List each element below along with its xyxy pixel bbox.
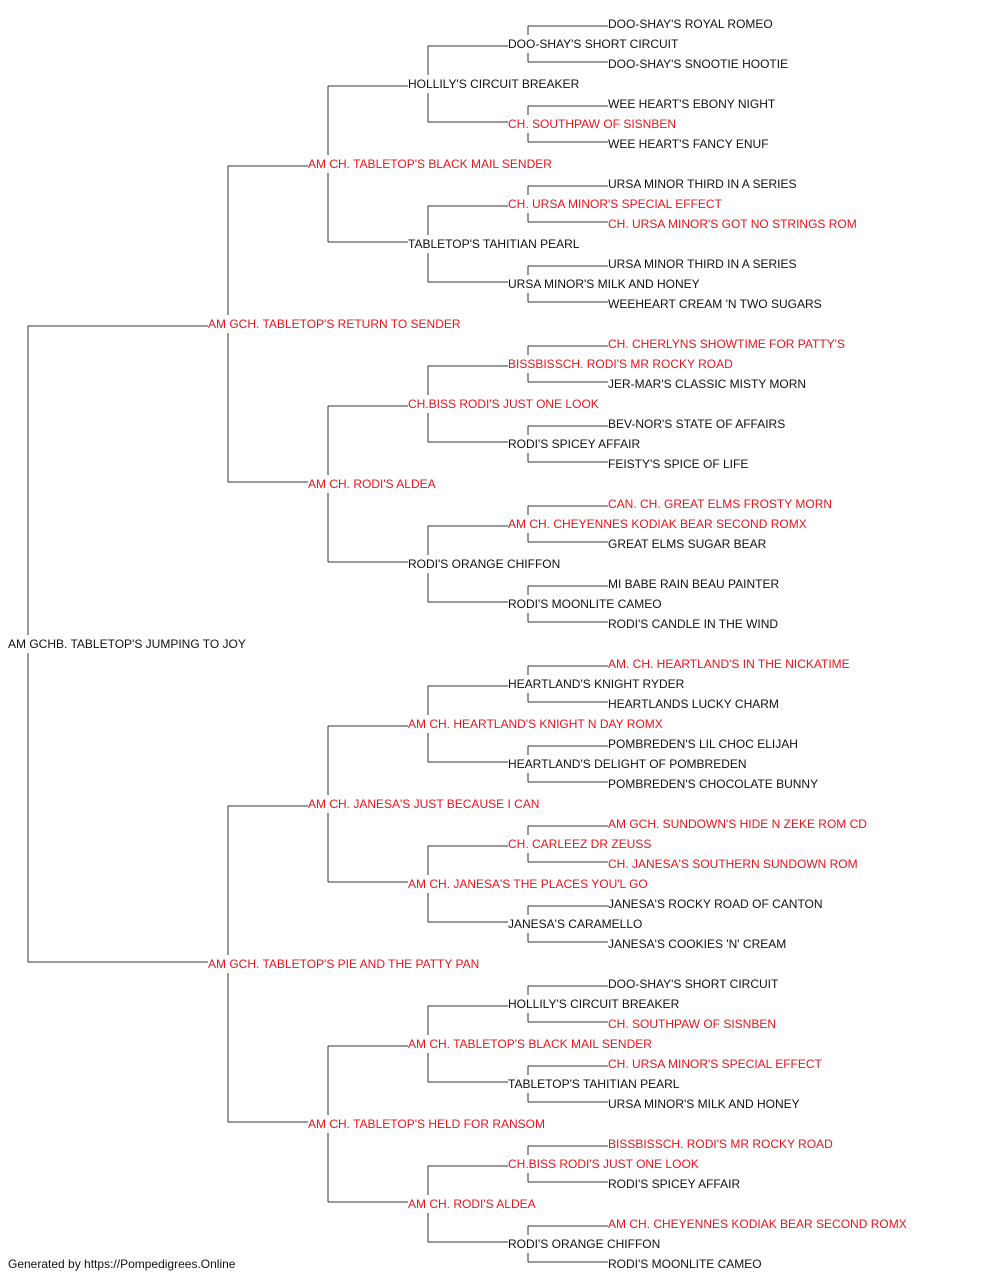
generated-by-footer: Generated by https://Pompedigrees.Online (8, 1257, 236, 1271)
pedigree-name-dog.name: AM GCHB. TABLETOP'S JUMPING TO JOY (8, 637, 246, 651)
pedigree-name-sire.dam.sire.sire: BISSBISSCH. RODI'S MR ROCKY ROAD (508, 357, 733, 371)
pedigree-name-dam.sire.sire: AM CH. HEARTLAND'S KNIGHT N DAY ROMX (408, 717, 663, 731)
pedigree-name-sire.sire.dam: TABLETOP'S TAHITIAN PEARL (408, 237, 580, 251)
pedigree-name-sire.sire.dam.dam.sire: URSA MINOR THIRD IN A SERIES (608, 257, 797, 271)
pedigree-name-sire.dam.sire: CH.BISS RODI'S JUST ONE LOOK (408, 397, 599, 411)
pedigree-name-sire.sire.sire: HOLLILY'S CIRCUIT BREAKER (408, 77, 580, 91)
pedigree-name-dam.sire.dam.dam.dam: JANESA'S COOKIES 'N' CREAM (608, 937, 787, 951)
pedigree-name-dam.sire.dam.sire.dam: CH. JANESA'S SOUTHERN SUNDOWN ROM (608, 857, 858, 871)
pedigree-name-dam.sire: AM CH. JANESA'S JUST BECAUSE I CAN (308, 797, 540, 811)
pedigree-name-dam.sire.sire.dam.dam: POMBREDEN'S CHOCOLATE BUNNY (608, 777, 819, 791)
pedigree-name-sire.dam.dam.sire: AM CH. CHEYENNES KODIAK BEAR SECOND ROMX (508, 517, 807, 531)
pedigree-name-dam.dam.sire: AM CH. TABLETOP'S BLACK MAIL SENDER (408, 1037, 652, 1051)
pedigree-name-sire.sire.dam.sire.dam: CH. URSA MINOR'S GOT NO STRINGS ROM (608, 217, 857, 231)
pedigree-name-sire.sire.sire.sire.sire: DOO-SHAY'S ROYAL ROMEO (608, 17, 773, 31)
pedigree-name-dam: AM GCH. TABLETOP'S PIE AND THE PATTY PAN (208, 957, 480, 971)
pedigree-name-sire.dam.sire.dam.sire: BEV-NOR'S STATE OF AFFAIRS (608, 417, 786, 431)
pedigree-name-sire.dam.dam.dam.sire: MI BABE RAIN BEAU PAINTER (608, 577, 780, 591)
pedigree-name-sire.sire.dam.dam: URSA MINOR'S MILK AND HONEY (508, 277, 700, 291)
pedigree-name-dam.sire.dam: AM CH. JANESA'S THE PLACES YOU'L GO (408, 877, 648, 891)
pedigree-name-sire: AM GCH. TABLETOP'S RETURN TO SENDER (208, 317, 461, 331)
pedigree-name-dam.dam.dam.dam.dam: RODI'S MOONLITE CAMEO (608, 1257, 762, 1271)
pedigree-name-dam.sire.dam.dam.sire: JANESA'S ROCKY ROAD OF CANTON (608, 897, 823, 911)
pedigree-name-dam.dam.dam: AM CH. RODI'S ALDEA (408, 1197, 536, 1211)
pedigree-name-sire.sire.sire.dam.sire: WEE HEART'S EBONY NIGHT (608, 97, 776, 111)
pedigree-name-sire.dam.sire.sire.dam: JER-MAR'S CLASSIC MISTY MORN (608, 377, 807, 391)
pedigree-name-sire.sire.dam.sire.sire: URSA MINOR THIRD IN A SERIES (608, 177, 797, 191)
pedigree-name-sire.dam.dam.sire.dam: GREAT ELMS SUGAR BEAR (608, 537, 767, 551)
pedigree-name-dam.dam.dam.sire.sire: BISSBISSCH. RODI'S MR ROCKY ROAD (608, 1137, 833, 1151)
pedigree-name-sire.dam.dam.dam.dam: RODI'S CANDLE IN THE WIND (608, 617, 779, 631)
pedigree-name-dam.dam.sire.sire.dam: CH. SOUTHPAW OF SISNBEN (608, 1017, 777, 1031)
pedigree-name-dam.dam.dam.sire: CH.BISS RODI'S JUST ONE LOOK (508, 1157, 699, 1171)
pedigree-name-sire.sire.sire.dam.dam: WEE HEART'S FANCY ENUF (608, 137, 769, 151)
pedigree-name-dam.sire.sire.dam.sire: POMBREDEN'S LIL CHOC ELIJAH (608, 737, 798, 751)
pedigree-name-dam.sire.sire.dam: HEARTLAND'S DELIGHT OF POMBREDEN (508, 757, 747, 771)
pedigree-name-sire.dam.dam.sire.sire: CAN. CH. GREAT ELMS FROSTY MORN (608, 497, 833, 511)
pedigree-name-dam.sire.sire.sire: HEARTLAND'S KNIGHT RYDER (508, 677, 685, 691)
pedigree-name-dam.dam.dam.dam.sire: AM CH. CHEYENNES KODIAK BEAR SECOND ROMX (608, 1217, 907, 1231)
pedigree-name-sire.dam: AM CH. RODI'S ALDEA (308, 477, 436, 491)
pedigree-name-sire.dam.sire.sire.sire: CH. CHERLYNS SHOWTIME FOR PATTY'S (608, 337, 845, 351)
pedigree-name-dam.dam: AM CH. TABLETOP'S HELD FOR RANSOM (308, 1117, 545, 1131)
pedigree-name-sire.dam.dam: RODI'S ORANGE CHIFFON (408, 557, 561, 571)
pedigree-name-dam.sire.sire.sire.dam: HEARTLANDS LUCKY CHARM (608, 697, 779, 711)
pedigree-name-dam.dam.dam.dam: RODI'S ORANGE CHIFFON (508, 1237, 661, 1251)
pedigree-name-dam.dam.sire.sire.sire: DOO-SHAY'S SHORT CIRCUIT (608, 977, 779, 991)
pedigree-name-sire.sire.dam.dam.dam: WEEHEART CREAM 'N TWO SUGARS (608, 297, 822, 311)
pedigree-name-dam.sire.dam.dam: JANESA'S CARAMELLO (508, 917, 643, 931)
pedigree-name-sire.sire.sire.dam: CH. SOUTHPAW OF SISNBEN (508, 117, 677, 131)
pedigree-name-dam.dam.sire.dam: TABLETOP'S TAHITIAN PEARL (508, 1077, 680, 1091)
pedigree-name-sire.sire.dam.sire: CH. URSA MINOR'S SPECIAL EFFECT (508, 197, 722, 211)
pedigree-name-dam.sire.dam.sire: CH. CARLEEZ DR ZEUSS (508, 837, 652, 851)
pedigree-name-sire.dam.sire.dam.dam: FEISTY'S SPICE OF LIFE (608, 457, 749, 471)
pedigree-name-dam.dam.dam.sire.dam: RODI'S SPICEY AFFAIR (608, 1177, 741, 1191)
pedigree-name-dam.dam.sire.dam.sire: CH. URSA MINOR'S SPECIAL EFFECT (608, 1057, 822, 1071)
pedigree-name-sire.dam.sire.dam: RODI'S SPICEY AFFAIR (508, 437, 641, 451)
pedigree-name-dam.dam.sire.dam.dam: URSA MINOR'S MILK AND HONEY (608, 1097, 800, 1111)
pedigree-name-sire.sire.sire.sire: DOO-SHAY'S SHORT CIRCUIT (508, 37, 679, 51)
pedigree-name-sire.sire.sire.sire.dam: DOO-SHAY'S SNOOTIE HOOTIE (608, 57, 789, 71)
pedigree-name-dam.dam.sire.sire: HOLLILY'S CIRCUIT BREAKER (508, 997, 680, 1011)
pedigree-name-dam.sire.dam.sire.sire: AM GCH. SUNDOWN'S HIDE N ZEKE ROM CD (608, 817, 867, 831)
pedigree-name-dam.sire.sire.sire.sire: AM. CH. HEARTLAND'S IN THE NICKATIME (608, 657, 850, 671)
pedigree-name-sire.dam.dam.dam: RODI'S MOONLITE CAMEO (508, 597, 662, 611)
pedigree-name-sire.sire: AM CH. TABLETOP'S BLACK MAIL SENDER (308, 157, 552, 171)
